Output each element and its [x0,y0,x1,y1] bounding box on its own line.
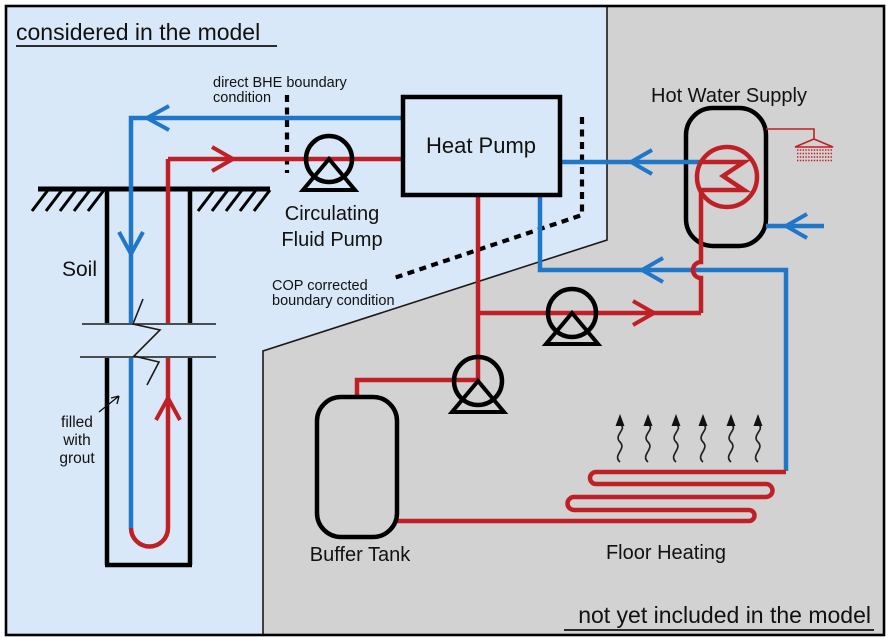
svg-text:direct BHE boundary: direct BHE boundary [213,75,348,91]
flow-arrow-left-icon [781,212,808,240]
flow-arrow-left-icon [626,148,653,176]
hot-water-loop-pump-icon [541,286,603,346]
buffer-tank [314,394,400,540]
flow-arrow-left-icon [637,256,664,284]
u-bend-pipe [128,527,171,549]
svg-text:boundary condition: boundary condition [272,293,395,309]
svg-text:condition: condition [213,90,271,106]
cold-pipes [117,104,824,528]
flow-arrow-right-icon [211,145,238,173]
warm-pipes [128,145,786,549]
floor-heating-return-pipe [537,195,789,471]
heat-pump-unit: Heat Pump [400,94,563,198]
svg-text:with: with [62,432,91,449]
cop-boundary-label: COP corrected boundary condition [272,278,395,309]
tank-riser-pipe-with-hop [690,190,704,313]
buffer-loop-pump-icon [447,354,509,414]
considered-region-title: considered in the model [16,19,277,47]
circulating-fluid-pump-icon [298,133,360,192]
diagram-frame [4,4,886,637]
flow-arrow-down-icon [117,231,145,259]
region-boundary-line [262,7,608,634]
buffer-tank-label: Buffer Tank [310,544,411,566]
not-included-region-title: not yet included in the model [564,602,874,631]
pipe-break-icon [80,298,216,386]
svg-text:Circulating: Circulating [285,203,379,225]
grout-label: filled with grout [59,395,120,467]
hot-water-supply-label: Hot Water Supply [651,85,807,107]
buffer-tank-supply-pipe [354,377,478,398]
soil-label: Soil [62,258,97,281]
grout-pointer-arrow-icon [98,395,120,413]
svg-text:filled: filled [61,414,93,431]
borehole [80,189,216,568]
ground-surface [30,186,272,212]
svg-text:considered in the model: considered in the model [16,19,260,45]
circulating-fluid-pump-label: Circulating Fluid Pump [281,203,382,251]
direct-bhe-boundary-label: direct BHE boundary condition [213,75,348,106]
floor-heating-label: Floor Heating [606,542,726,564]
svg-text:grout: grout [59,450,95,467]
svg-text:COP corrected: COP corrected [272,278,368,294]
floor-heating-coil [397,469,786,524]
svg-text:not yet included in the model: not yet included in the model [578,602,871,628]
flow-arrow-left-icon [142,104,170,132]
heat-exchanger-coil-icon [694,144,760,210]
bhe-riser-pipe [165,156,403,528]
shower-icon [766,128,834,162]
flow-arrow-right-icon [632,299,659,327]
ground-hatch-icon [30,189,272,212]
svg-text:Fluid Pump: Fluid Pump [281,229,382,251]
heat-pump-label: Heat Pump [426,133,536,158]
flow-arrow-up-icon [154,393,182,421]
